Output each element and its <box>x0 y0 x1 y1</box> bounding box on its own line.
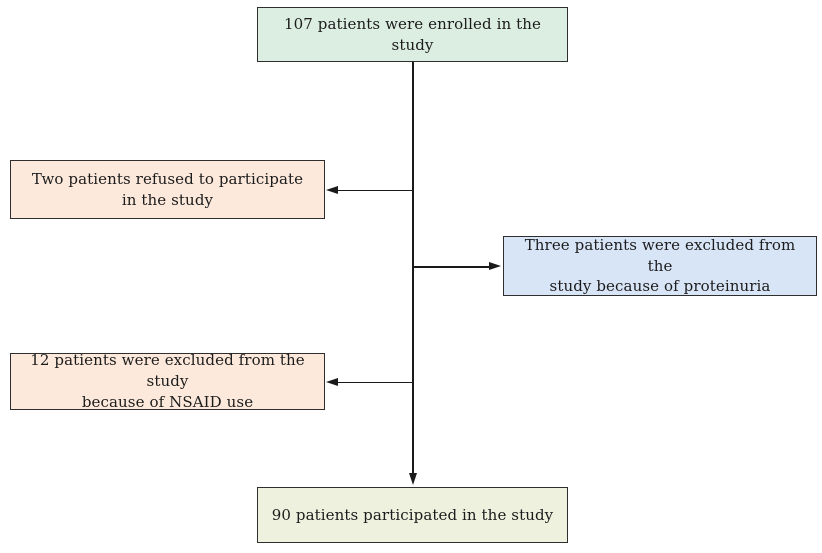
arrowhead-left-refused-icon <box>326 185 338 194</box>
node-excluded-proteinuria: Three patients were excluded from the st… <box>503 236 817 296</box>
node-excluded-proteinuria-text: Three patients were excluded from the st… <box>524 235 796 296</box>
node-participated: 90 patients participated in the study <box>257 487 568 543</box>
node-excluded-nsaid: 12 patients were excluded from the study… <box>10 351 325 411</box>
node-enrolled: 107 patients were enrolled in the study <box>257 7 568 62</box>
node-participated-text: 90 patients participated in the study <box>271 505 554 524</box>
connector-to-proteinuria <box>413 266 490 268</box>
arrowhead-right-proteinuria-icon <box>489 262 501 271</box>
node-refused: Two patients refused to participate in t… <box>10 160 325 219</box>
node-excluded-nsaid-text: 12 patients were excluded from the study… <box>30 351 305 411</box>
arrowhead-left-nsaid-icon <box>326 377 338 386</box>
node-refused-text: Two patients refused to participate in t… <box>31 169 304 209</box>
arrowhead-down-participated-icon <box>408 473 417 485</box>
connector-to-refused <box>337 189 413 191</box>
connector-vertical-spine <box>412 62 414 475</box>
node-enrolled-text: 107 patients were enrolled in the study <box>283 14 541 54</box>
connector-to-nsaid <box>337 381 413 383</box>
